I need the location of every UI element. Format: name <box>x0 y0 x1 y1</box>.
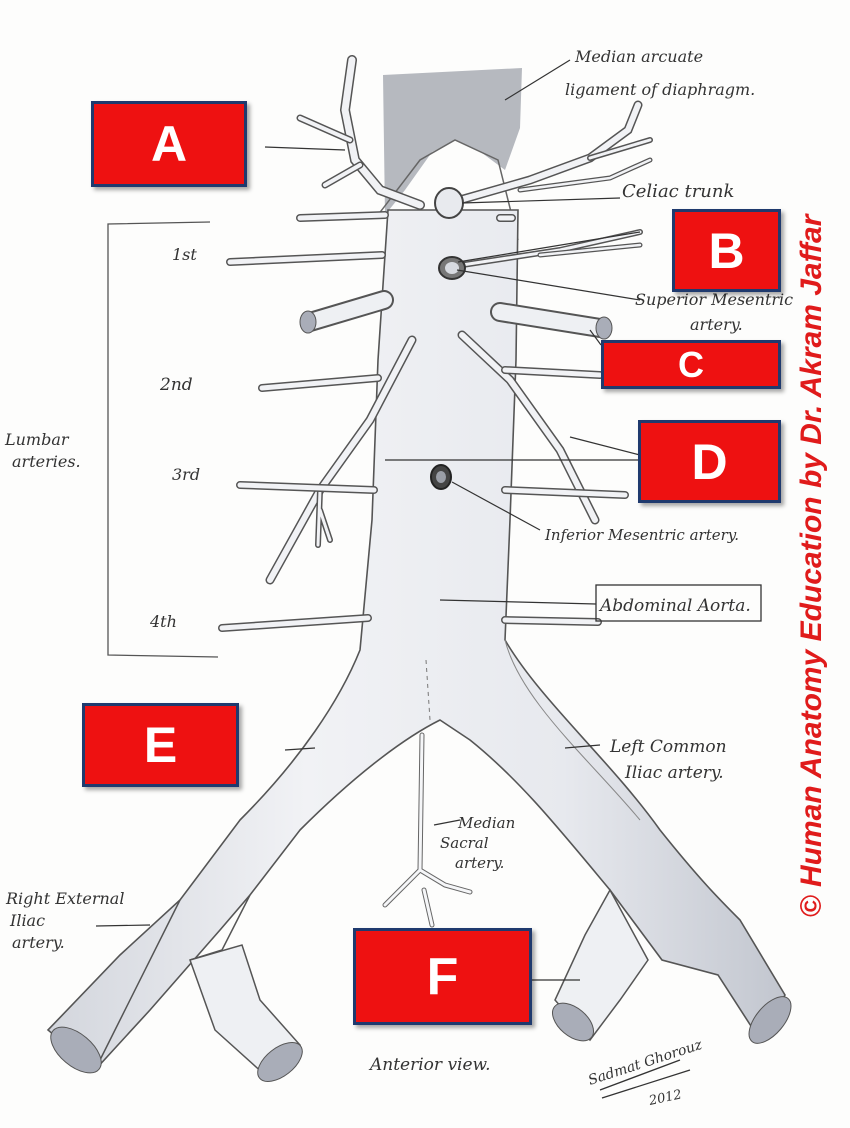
label-d-box: D <box>638 420 781 503</box>
right-external-iliac-text-2: Iliac <box>9 911 45 930</box>
left-common-iliac-text-1: Left Common <box>609 737 727 757</box>
lumbar-bracket <box>107 221 219 658</box>
right-iliac-branches <box>50 894 303 1082</box>
left-common-iliac-text-2: Iliac artery. <box>624 763 724 783</box>
celiac-branches <box>455 100 653 205</box>
superior-mesenteric-text-2: artery. <box>690 315 743 334</box>
lumbar-text-2: arteries. <box>12 452 81 471</box>
left-iliac-branches <box>552 888 792 1044</box>
renal-arteries <box>299 290 613 340</box>
signature-strokes <box>599 1059 691 1099</box>
label-f-box: F <box>353 928 532 1025</box>
median-arcuate-text-2: ligament of diaphragm. <box>565 80 755 99</box>
median-sacral-text-1: Median <box>457 814 515 832</box>
signature-text: Sadmat Ghorouz <box>586 1037 704 1089</box>
inferior-phrenic-arteries <box>296 55 425 210</box>
leader-lines <box>95 59 641 981</box>
lumbar-arteries-vessels <box>218 211 629 632</box>
right-external-iliac-text-3: artery. <box>12 933 65 952</box>
superior-mesenteric-branches <box>459 229 643 268</box>
label-e-box: E <box>82 703 239 787</box>
median-sacral-artery <box>382 732 473 928</box>
copyright-notice: © Human Anatomy Education by Dr. Akram J… <box>795 214 828 918</box>
median-sacral-text-3: artery. <box>455 854 504 872</box>
inferior-mesenteric-text: Inferior Mesentric artery. <box>544 526 739 544</box>
median-arcuate-text-1: Median arcuate <box>574 47 703 66</box>
lumbar-3rd-text: 3rd <box>172 465 200 484</box>
lumbar-4th-text: 4th <box>149 612 177 631</box>
right-external-iliac-text-1: Right External <box>5 889 124 908</box>
abdominal-aorta-vessel <box>46 209 786 1072</box>
abdominal-aorta-frame <box>595 584 762 622</box>
lumbar-2nd-text: 2nd <box>159 375 193 395</box>
label-c-box: C <box>601 340 781 389</box>
superior-mesenteric-text-1: Superior Mesentric <box>635 290 793 309</box>
gonadal-arteries <box>265 330 600 585</box>
lumbar-1st-text: 1st <box>172 245 197 264</box>
abdominal-aorta-text: Abdominal Aorta. <box>598 596 751 616</box>
median-sacral-text-2: Sacral <box>440 834 489 852</box>
lumbar-text-1: Lumbar <box>4 430 70 449</box>
year-text: 2012 <box>647 1087 683 1109</box>
view-text: Anterior view. <box>368 1055 491 1075</box>
label-b-box: B <box>672 209 781 292</box>
label-a-box: A <box>91 101 247 187</box>
celiac-trunk-text: Celiac trunk <box>622 181 734 202</box>
